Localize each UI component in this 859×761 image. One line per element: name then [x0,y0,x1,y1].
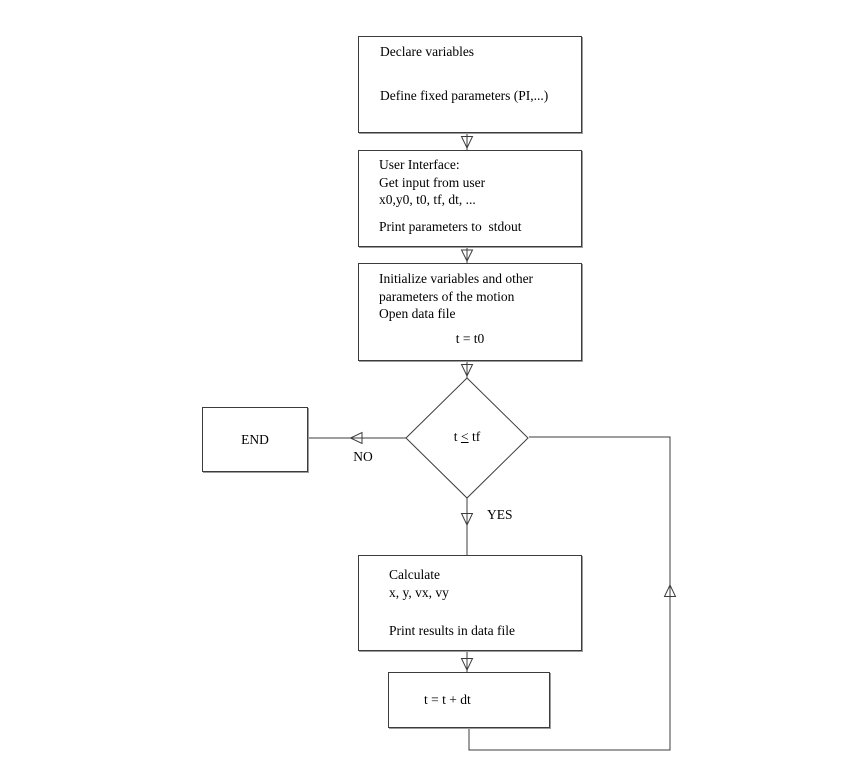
arrowhead-down-declare-ui [460,136,474,150]
arrowhead-up-loop-decision [663,583,677,597]
arrowhead-down-calculate-increment [460,658,474,672]
edge-increment-loop-to-decision [468,436,671,751]
node-text: x, y, vx, vy [389,584,449,600]
node-end: END [202,407,308,472]
node-text: parameters of the motion [379,288,515,304]
node-initialize: Initialize variables and other parameter… [358,263,582,361]
arrowhead-down-ui-initialize [460,249,474,263]
node-text: Initialize variables and other [379,271,534,286]
arrowhead-down-initialize-decision [460,364,474,378]
decision-text-prefix: t [453,429,461,444]
node-text: Declare variables [380,44,475,59]
decision-operator: < [460,429,469,444]
node-text: x0,y0, t0, tf, dt, ... [379,192,476,207]
node-calculate: Calculate x, y, vx, vy Print results in … [358,555,582,651]
node-increment: t = t + dt [388,672,550,728]
node-text: Print parameters to stdout [379,218,522,234]
node-text: Open data file [379,306,456,321]
node-text: User Interface: [379,157,460,172]
node-text: Get input from user [379,174,486,190]
node-text: Define fixed parameters (PI,...) [380,87,549,103]
arrowhead-left-decision-end [349,431,363,445]
decision-text-suffix: tf [468,429,481,444]
node-text: Calculate [389,567,440,582]
node-text: Print results in data file [389,623,515,638]
edge-label-no: NO [353,449,373,464]
arrowhead-down-decision-calculate [460,513,474,527]
node-text: t = t0 [455,330,485,346]
node-text: END [241,431,269,447]
node-declare-variables: Declare variables Define fixed parameter… [358,36,582,133]
decision-diamond [405,377,529,499]
node-decision-label: t < tf [417,428,517,446]
node-user-interface: User Interface: Get input from user x0,y… [358,150,582,247]
edge-label-yes: YES [487,507,513,522]
node-text: t = t + dt [424,692,471,708]
